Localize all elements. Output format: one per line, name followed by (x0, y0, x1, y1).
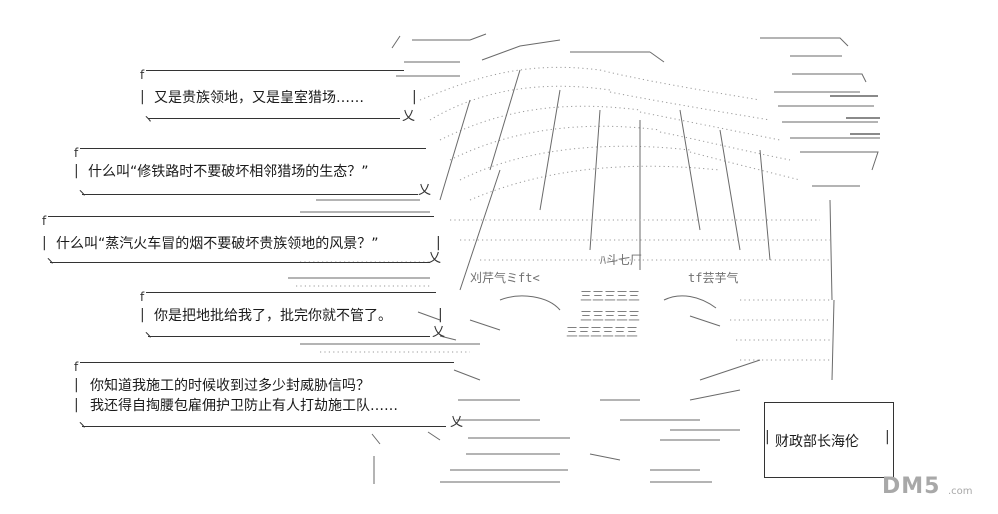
speech-bubble-1: f | 又是贵族领地，又是皇室猎场…… | ヽ 乂 (140, 68, 417, 126)
bubble-4-text: 你是把地批给我了，批完你就不管了。 (154, 308, 392, 324)
speech-bubble-4: f | 你是把地批给我了，批完你就不管了。 | ヽ 乂 (140, 290, 446, 342)
bubble-5-text-line-1: 你知道我施工的时候收到过多少封威胁信吗？ (90, 378, 370, 394)
watermark-domain: .com (948, 486, 973, 497)
speech-bubble-3: f | 什么叫“蒸汽火车冒的烟不要破坏贵族领地的风景？” | ヽ 乂 (42, 214, 442, 268)
speech-bubble-5: f | 你知道我施工的时候收到过多少封威胁信吗？ | 我还得自掏腰包雇佣护卫防止… (74, 360, 464, 432)
site-watermark: DM5 .com (882, 474, 988, 504)
eye-glyph-mid: ﾊ斗七厂 (600, 253, 642, 267)
eye-glyph-left: 刈芹气ミft< (470, 270, 540, 285)
eye-lash-c: 三三三三三三 (566, 325, 638, 339)
speaker-caption: 财政部长海伦 (775, 434, 859, 450)
bubble-5-text-line-2: 我还得自掏腰包雇佣护卫防止有人打劫施工队…… (90, 398, 398, 414)
eye-glyph-right: tf芸芋气 (688, 270, 738, 285)
eye-lash-b: 三三三三三 (580, 309, 640, 323)
speaker-caption-box: | 财政部长海伦 | (764, 402, 894, 478)
watermark-logo-text: DM5 (882, 474, 941, 499)
speech-bubble-2: f | 什么叫“修铁路时不要破坏相邻猎场的生态？” ヽ 乂 (74, 146, 432, 200)
bubble-1-text: 又是贵族领地，又是皇室猎场…… (154, 90, 364, 106)
bubble-2-text: 什么叫“修铁路时不要破坏相邻猎场的生态？” (88, 164, 369, 180)
bubble-3-text: 什么叫“蒸汽火车冒的烟不要破坏贵族领地的风景？” (56, 236, 379, 252)
eye-lash-a: 三三三三三 (580, 289, 640, 303)
